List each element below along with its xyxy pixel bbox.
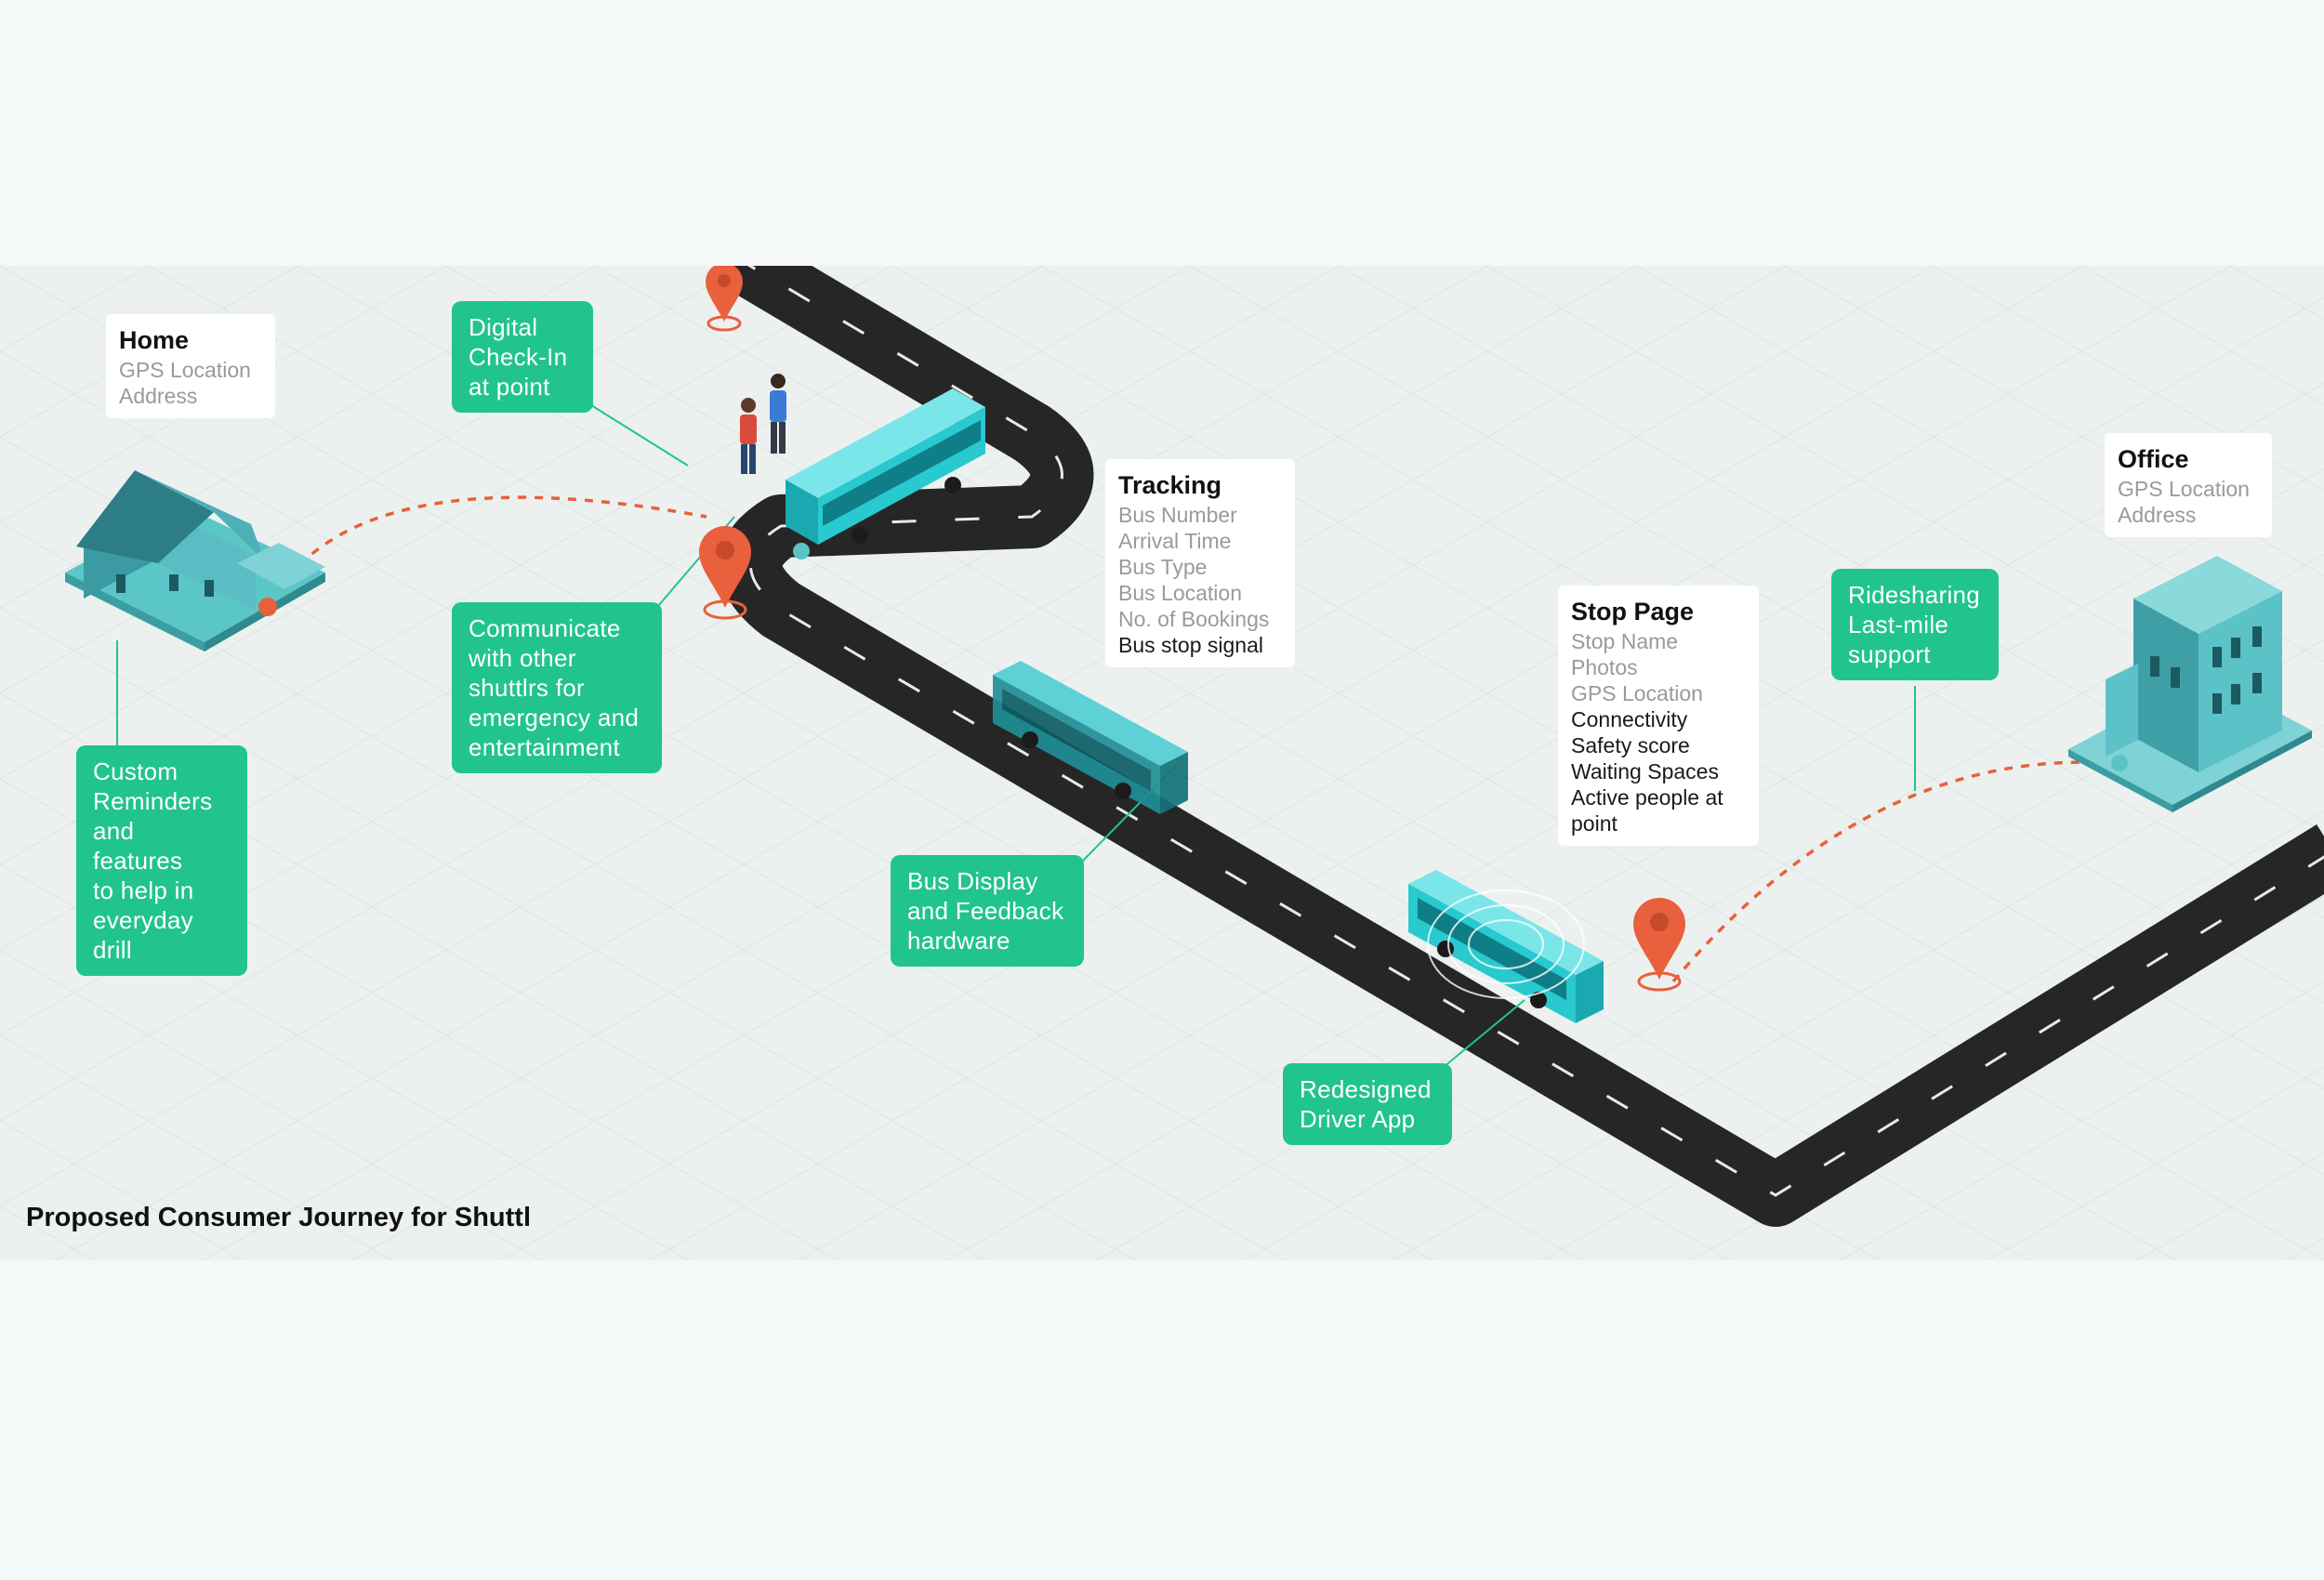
checkin-stop-marker — [793, 543, 810, 560]
tracking-card-title: Tracking — [1118, 471, 1222, 499]
office-card: Office GPS Location Address — [2105, 433, 2272, 537]
location-pin-icon — [706, 266, 743, 332]
location-pin-icon — [1633, 898, 1685, 992]
tracking-card-line: Bus Number — [1118, 503, 1237, 527]
home-card-line: Address — [119, 384, 198, 408]
home-card: Home GPS Location Address — [106, 314, 275, 418]
office-card-line: GPS Location — [2118, 477, 2250, 501]
stop-page-card-line: GPS Location — [1571, 681, 1703, 705]
office-card-title: Office — [2118, 445, 2189, 473]
stop-page-card-line: Photos — [1571, 655, 1638, 679]
route-home-to-checkin — [268, 495, 707, 606]
stop-page-card-highlight: Connectivity — [1571, 707, 1688, 731]
office-stop-marker — [2111, 755, 2128, 771]
tracking-card-line: Arrival Time — [1118, 529, 1232, 553]
home-card-title: Home — [119, 326, 190, 354]
stop-page-card-highlight: Safety score — [1571, 733, 1690, 757]
stop-page-card-line: Stop Name — [1571, 629, 1679, 653]
tracking-card-highlight: Bus stop signal — [1118, 633, 1263, 657]
tag-custom-reminders: Custom Reminders and features to help in… — [76, 745, 247, 976]
tag-redesigned-driver: Redesigned Driver App — [1283, 1063, 1452, 1145]
stop-page-card-highlight: Waiting Spaces — [1571, 759, 1719, 783]
road — [718, 266, 2324, 1227]
location-pin-icon — [699, 526, 751, 620]
bus-icon — [993, 661, 1188, 814]
home-stop-marker — [258, 598, 277, 616]
route-stop-to-office — [1671, 760, 2111, 983]
stop-page-card-highlight: Active people at point — [1571, 785, 1723, 836]
bus-icon — [786, 388, 985, 545]
commuter-figure-icon — [770, 374, 786, 454]
diagram-caption: Proposed Consumer Journey for Shuttl — [26, 1203, 531, 1232]
tag-communicate: Communicate with other shuttlrs for emer… — [452, 602, 662, 773]
tracking-card: Tracking Bus Number Arrival Time Bus Typ… — [1105, 459, 1295, 667]
tag-bus-display: Bus Display and Feedback hardware — [891, 855, 1084, 967]
journey-illustration — [0, 266, 2324, 1260]
tracking-card-line: No. of Bookings — [1118, 607, 1270, 631]
office-card-line: Address — [2118, 503, 2197, 527]
tag-ridesharing: Ridesharing Last-mile support — [1831, 569, 1999, 680]
journey-canvas: Home GPS Location Address Office GPS Loc… — [0, 266, 2324, 1260]
bus-icon — [1408, 870, 1604, 1023]
stop-page-card: Stop Page Stop Name Photos GPS Location … — [1558, 586, 1759, 846]
tracking-card-line: Bus Location — [1118, 581, 1242, 605]
home-card-line: GPS Location — [119, 358, 251, 382]
stop-page-card-title: Stop Page — [1571, 598, 1695, 625]
office-building-icon — [2068, 556, 2312, 812]
commuter-figure-icon — [740, 398, 757, 474]
tracking-card-line: Bus Type — [1118, 555, 1208, 579]
tag-digital-checkin: Digital Check-In at point — [452, 301, 593, 413]
